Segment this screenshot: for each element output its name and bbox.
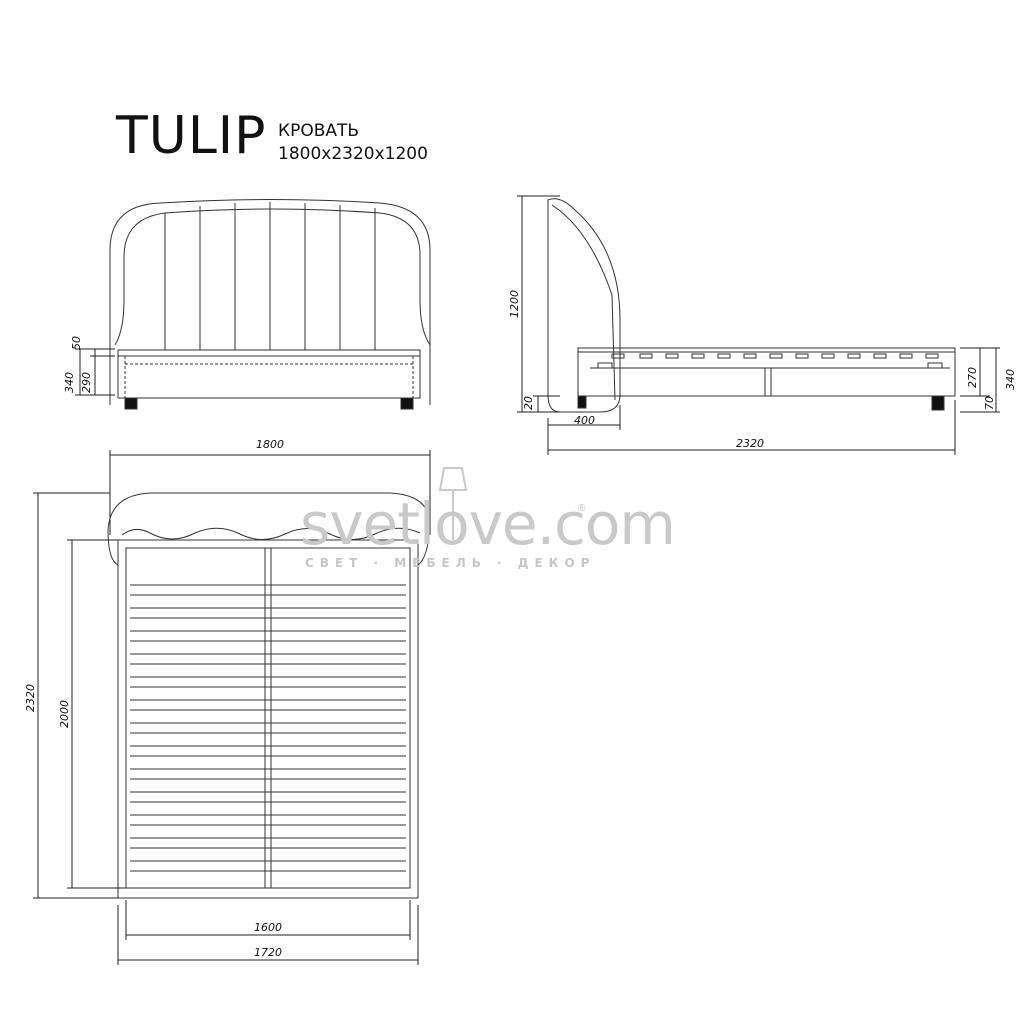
- dim-top-1720: 1720: [254, 946, 282, 959]
- dim-front-290: 290: [80, 372, 93, 393]
- top-view: [33, 450, 431, 965]
- front-view: [75, 199, 431, 410]
- dim-top-1800: 1800: [256, 438, 284, 451]
- lamp-logo-icon: [438, 467, 468, 540]
- dim-side-70: 70: [983, 396, 996, 410]
- dim-front-340: 340: [63, 372, 76, 393]
- model-title: TULIP: [116, 106, 267, 166]
- dim-front-50: 50: [70, 336, 83, 350]
- watermark-tld: .com: [536, 490, 676, 558]
- watermark-registered: ®: [578, 503, 586, 514]
- product-size: 1800x2320x1200: [278, 144, 428, 164]
- dim-side-340: 340: [1004, 369, 1017, 390]
- product-type: КРОВАТЬ: [278, 121, 360, 141]
- watermark-tagline: СВЕТ · МЕБЕЛЬ · ДЕКОР: [305, 556, 596, 570]
- dim-top-1600: 1600: [254, 921, 282, 934]
- dim-side-2320: 2320: [736, 437, 764, 450]
- dim-side-400: 400: [574, 414, 595, 427]
- dim-side-20: 20: [522, 396, 535, 410]
- watermark-brand-name: svetlove: [300, 490, 538, 558]
- dim-side-1200: 1200: [508, 290, 521, 318]
- side-view: [517, 195, 1000, 455]
- dim-top-2000: 2000: [58, 700, 71, 728]
- watermark-brand: svetlove.com: [300, 490, 676, 558]
- dim-top-2320: 2320: [24, 684, 37, 712]
- dim-side-270: 270: [966, 367, 979, 388]
